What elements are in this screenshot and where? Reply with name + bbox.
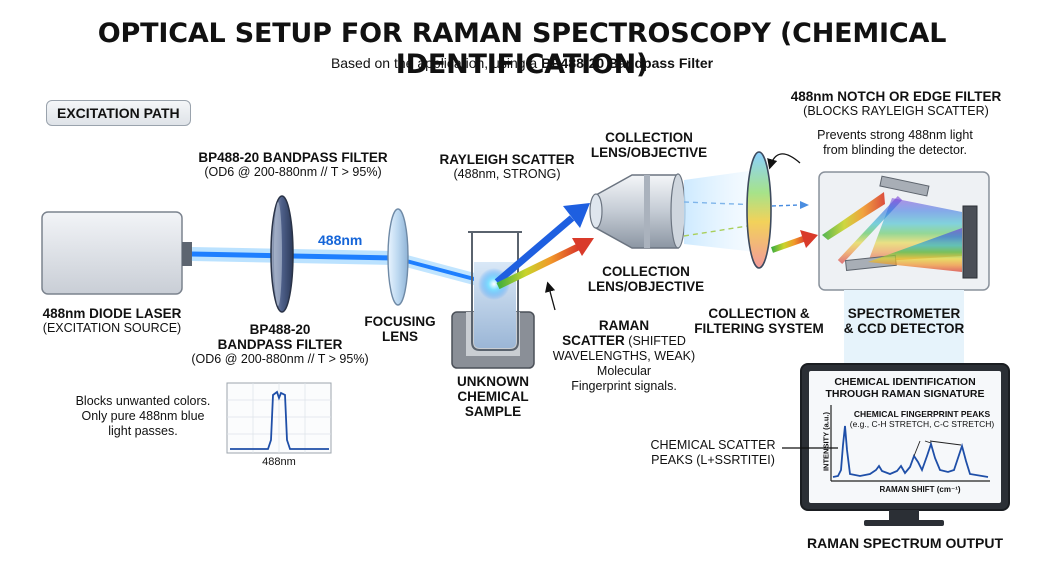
collection-objective xyxy=(589,173,686,249)
notch-name: 488nm NOTCH OR EDGE FILTER xyxy=(790,89,1002,104)
sample-label: UNKNOWN CHEMICAL SAMPLE xyxy=(440,374,546,419)
sample-line3: SAMPLE xyxy=(464,404,522,419)
collection-mid-label: COLLECTION LENS/OBJECTIVE xyxy=(582,264,710,294)
blocked-rayleigh-ray xyxy=(771,204,801,207)
raman-note1: Molecular xyxy=(596,364,652,378)
focusing-lens xyxy=(387,208,409,306)
filtering-label: COLLECTION & FILTERING SYSTEM xyxy=(690,306,828,336)
filtering-line2: FILTERING SYSTEM xyxy=(694,321,824,336)
monitor-ylabel: INTENSITY (a.u.) xyxy=(821,411,831,472)
notch-label: 488nm NOTCH OR EDGE FILTER (BLOCKS RAYLE… xyxy=(780,89,1012,119)
laser-sub: (EXCITATION SOURCE) xyxy=(42,321,182,335)
signal-connector xyxy=(844,290,964,366)
raman-line3: WAVELENGTHS, WEAK) xyxy=(552,349,696,363)
subtitle-prefix: Based on the application, using a xyxy=(330,55,542,71)
monitor xyxy=(800,363,1010,526)
raman-scatter-arrow xyxy=(496,238,594,290)
bandpass-note-line2: Only pure 488nm blue xyxy=(81,409,205,423)
bp-bottom-name2: BANDPASS FILTER xyxy=(217,337,343,352)
bandpass-inset-chart xyxy=(226,382,332,454)
raman-label: RAMAN SCATTER (SHIFTED WAVELENGTHS, WEAK… xyxy=(552,318,696,394)
bandpass-note: Blocks unwanted colors. Only pure 488nm … xyxy=(58,394,228,439)
excitation-beam xyxy=(191,247,495,290)
bandpass-note-line3: light passes. xyxy=(108,424,178,438)
filtered-raman-beam xyxy=(771,230,818,253)
bp-top-sub: (OD6 @ 200-880nm // T > 95%) xyxy=(204,165,382,179)
bp-top-name: BP488-20 BANDPASS FILTER xyxy=(198,150,388,165)
spectrometer-line2: & CCD DETECTOR xyxy=(843,321,965,336)
monitor-xlabel: RAMAN SHIFT (cm⁻¹) xyxy=(879,485,961,494)
collection-cone xyxy=(684,170,756,252)
scatter-peaks-line1: CHEMICAL SCATTER xyxy=(650,438,776,452)
monitor-title-line2: THROUGH RAMAN SIGNATURE xyxy=(825,388,985,400)
spectrometer-box xyxy=(818,171,990,291)
spectrum-line xyxy=(832,425,989,478)
output-title: RAMAN SPECTRUM OUTPUT xyxy=(807,535,1003,551)
rayleigh-scatter-arrow xyxy=(494,203,590,285)
collection-mid-line1: COLLECTION xyxy=(602,264,690,279)
collection-top-label: COLLECTION LENS/OBJECTIVE xyxy=(585,130,713,160)
laser-label: 488nm DIODE LASER (EXCITATION SOURCE) xyxy=(22,306,202,336)
collection-top-line2: LENS/OBJECTIVE xyxy=(590,145,708,160)
scatter-peaks-label: CHEMICAL SCATTER PEAKS (L+SSRTITEI) xyxy=(640,438,786,468)
sample-holder xyxy=(451,231,535,369)
beam-wavelength-label: 488nm xyxy=(318,232,363,248)
notch-pointer-arrow xyxy=(767,153,801,170)
monitor-title: CHEMICAL IDENTIFICATION THROUGH RAMAN SI… xyxy=(814,376,996,400)
monitor-peaks-label: CHEMICAL FINGERPRINT PEAKS (e.g., C-H ST… xyxy=(846,409,998,429)
bp-top-label: BP488-20 BANDPASS FILTER (OD6 @ 200-880n… xyxy=(183,150,403,180)
laser-name: 488nm DIODE LASER xyxy=(42,306,182,321)
notch-filter xyxy=(746,151,772,269)
monitor-title-line1: CHEMICAL IDENTIFICATION xyxy=(834,376,976,388)
raman-pointer-arrow xyxy=(545,281,556,311)
page-subtitle: Based on the application, using a BP488-… xyxy=(0,55,1044,71)
bp-bottom-sub: (OD6 @ 200-880nm // T > 95%) xyxy=(191,352,369,366)
page-title: OPTICAL SETUP FOR RAMAN SPECTROSCOPY (CH… xyxy=(97,18,947,80)
bandpass-note-line1: Blocks unwanted colors. xyxy=(75,394,211,408)
notch-sub: (BLOCKS RAYLEIGH SCATTER) xyxy=(803,104,989,118)
excitation-path-badge: EXCITATION PATH xyxy=(46,100,191,126)
bandpass-axis-label: 488nm xyxy=(262,456,296,468)
rayleigh-name: RAYLEIGH SCATTER xyxy=(439,152,575,167)
monitor-peaks-title: CHEMICAL FINGERPRINT PEAKS xyxy=(853,409,991,419)
collection-mid-line2: LENS/OBJECTIVE xyxy=(587,279,705,294)
diode-laser xyxy=(41,211,192,295)
subtitle-bold: BP488-20 Bandpass Filter xyxy=(541,55,714,71)
sample-line1: UNKNOWN xyxy=(457,374,529,389)
rayleigh-sub: (488nm, STRONG) xyxy=(453,167,561,181)
rayleigh-label: RAYLEIGH SCATTER (488nm, STRONG) xyxy=(432,152,582,182)
scatter-peaks-line2: PEAKS (L+SSRTITEI) xyxy=(651,453,775,467)
bandpass-filter xyxy=(270,195,294,313)
filtering-line1: COLLECTION & xyxy=(708,306,810,321)
raman-line1: RAMAN xyxy=(598,318,650,333)
bp-bottom-name1: BP488-20 xyxy=(249,322,311,337)
notch-note: Prevents strong 488nm light from blindin… xyxy=(800,128,990,158)
raman-line2b: (SHIFTED xyxy=(624,334,686,348)
spectrometer-label: SPECTROMETER & CCD DETECTOR xyxy=(834,306,974,336)
notch-note-line2: from blinding the detector. xyxy=(823,143,967,157)
monitor-peaks-sub: (e.g., C-H STRETCH, C-C STRETCH) xyxy=(849,419,995,429)
raman-note2: Fingerprint signals. xyxy=(571,379,677,393)
collection-top-line1: COLLECTION xyxy=(605,130,693,145)
focusing-lens-line2: LENS xyxy=(381,329,418,344)
sample-line2: CHEMICAL xyxy=(457,389,529,404)
raman-line2a: SCATTER xyxy=(562,333,625,348)
spectrometer-line1: SPECTROMETER xyxy=(847,306,961,321)
focusing-lens-line1: FOCUSING xyxy=(364,314,436,329)
output-label: RAMAN SPECTRUM OUTPUT xyxy=(790,536,1020,551)
bp-bottom-label: BP488-20 BANDPASS FILTER (OD6 @ 200-880n… xyxy=(185,322,375,367)
focusing-lens-label: FOCUSING LENS xyxy=(358,314,442,344)
notch-note-line1: Prevents strong 488nm light xyxy=(817,128,973,142)
